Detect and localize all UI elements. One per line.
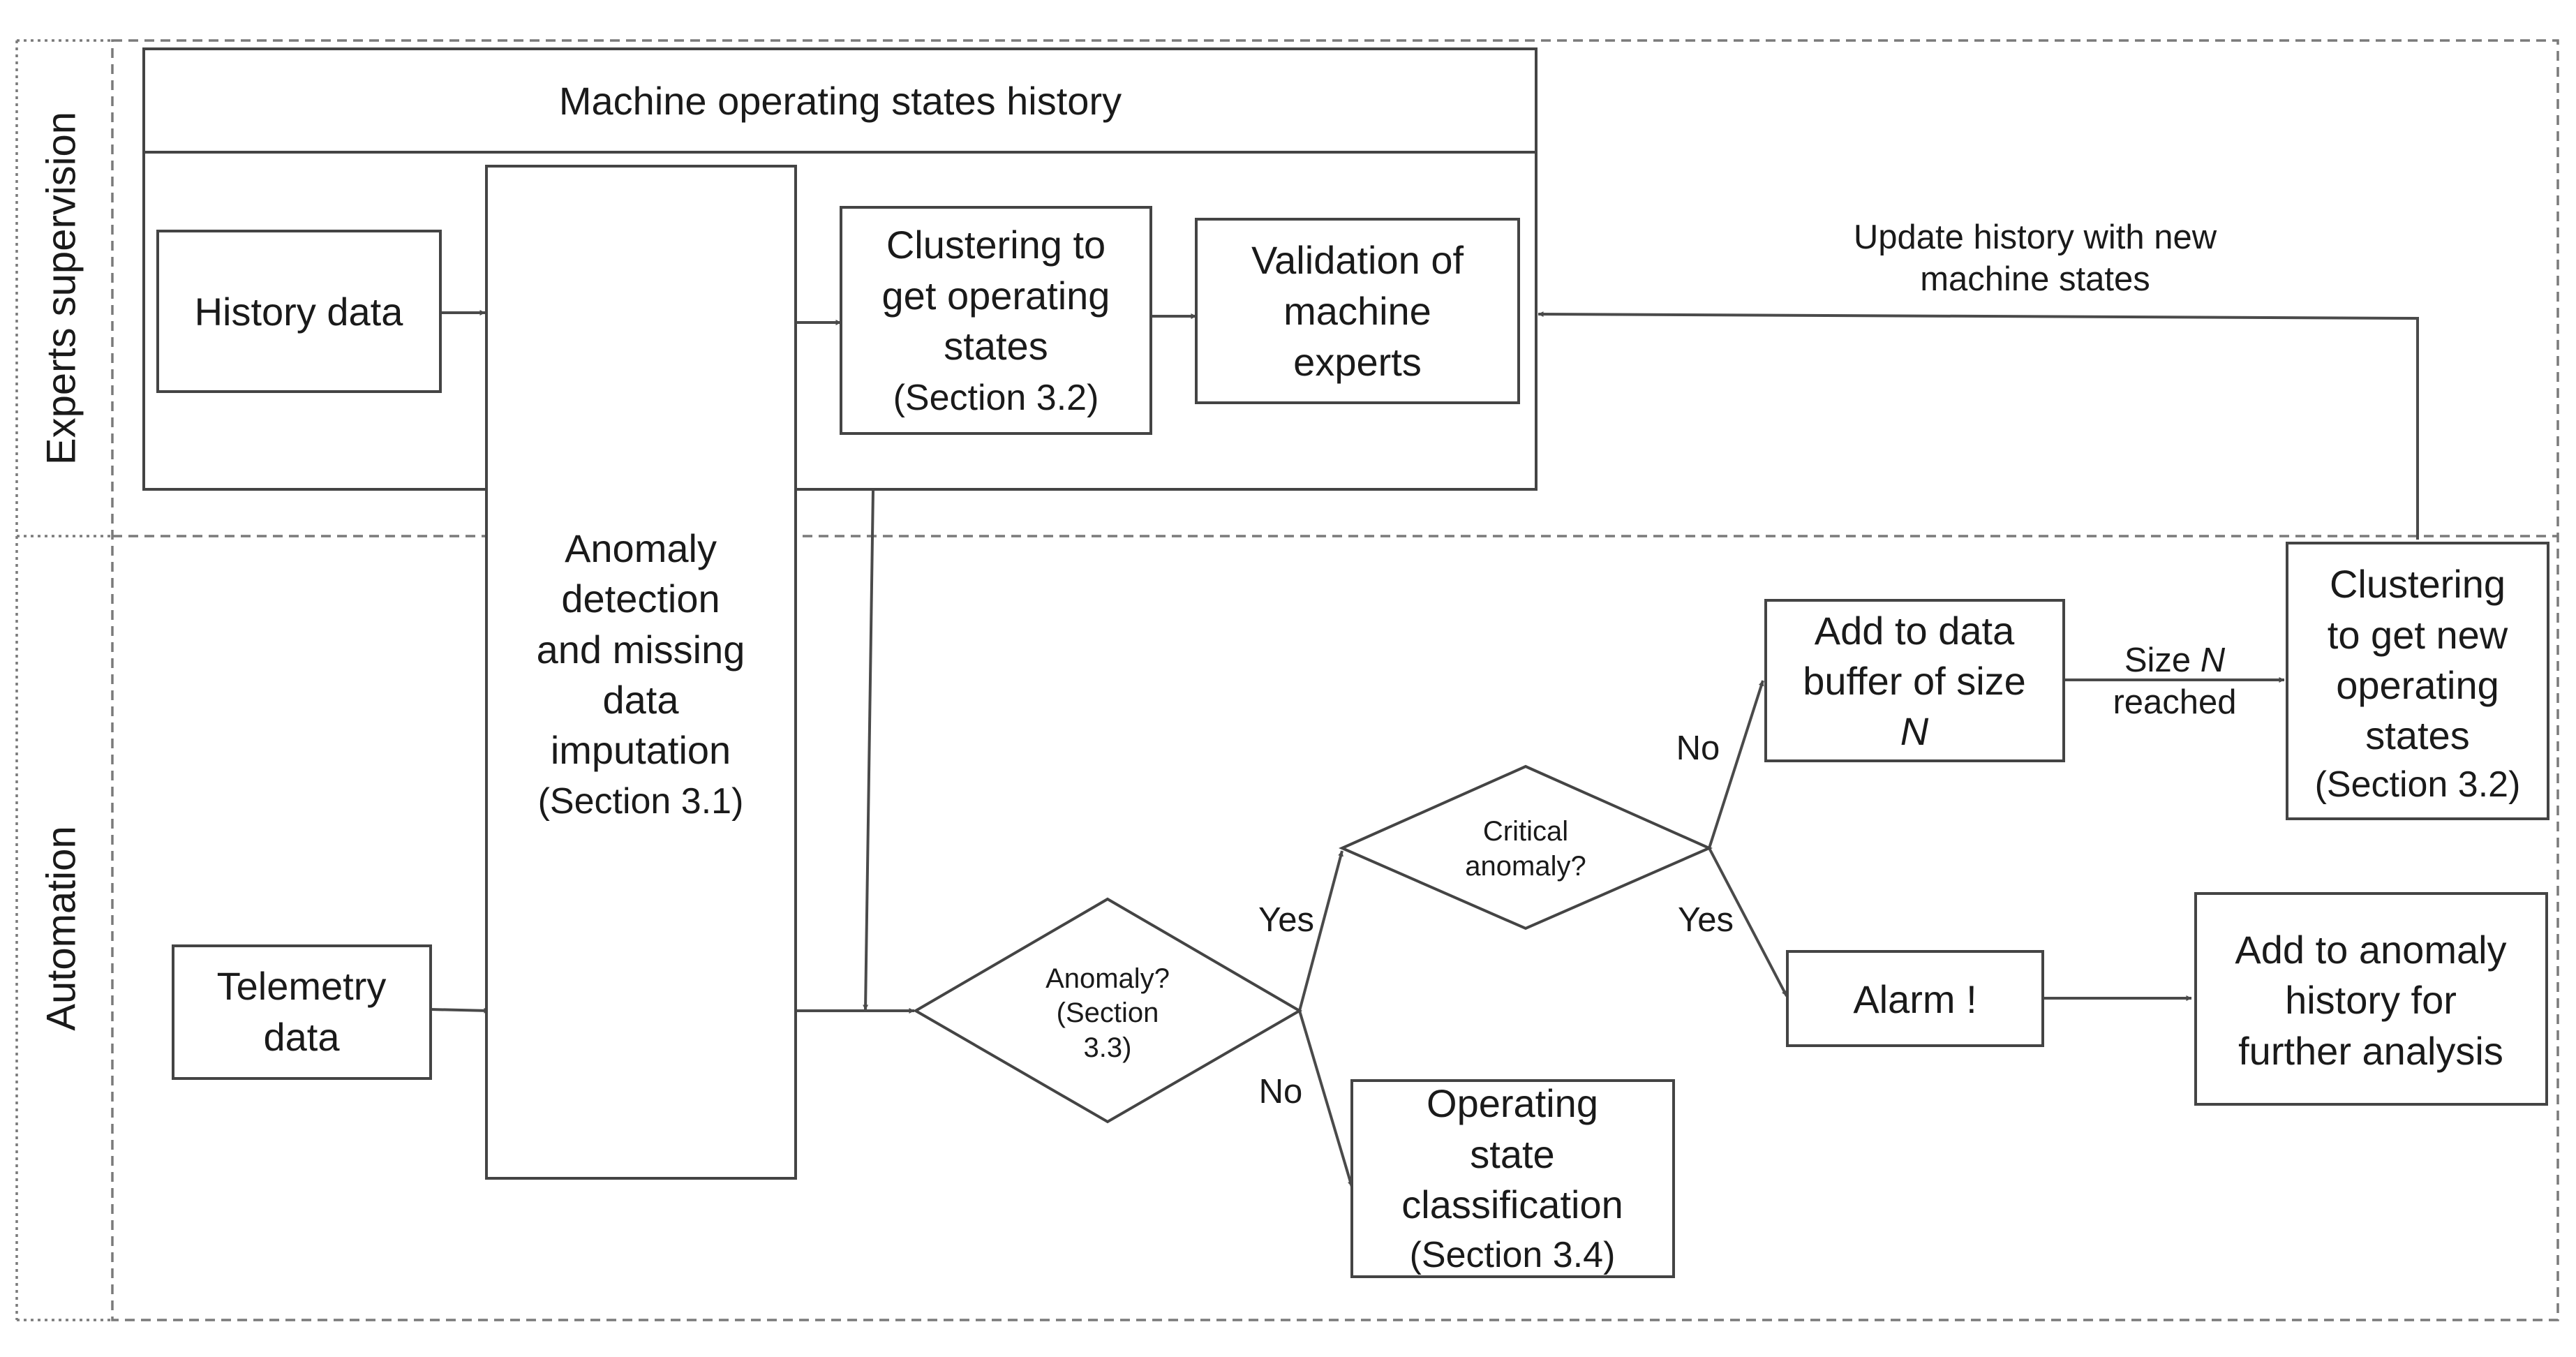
data-buffer-box [1764,599,2065,762]
clustering-new-box [2286,542,2549,820]
data-buffer-line3: N [1900,709,1929,753]
anomaly-detection-line1: Anomaly [565,526,717,570]
arrow-anomaly-no-to-classification [1298,1010,1353,1187]
classification-box [1350,1079,1675,1278]
lane-label-experts: Experts supervision [38,112,84,465]
critical-decision-line2: anomaly? [1465,851,1586,882]
anomaly-detection-line6: (Section 3.1) [538,781,744,822]
node-anomaly-decision: Anomaly? (Section 3.3) [913,897,1302,1124]
validation-line3: experts [1293,340,1422,384]
anomaly-decision-diamond [913,897,1302,1124]
validation-line2: machine [1283,289,1431,333]
clustering-new-line5: (Section 3.2) [2315,764,2521,805]
node-validation-experts: Validation of machine experts [1195,218,1520,404]
connectors [430,310,2419,1187]
node-telemetry-data: Telemetry data [172,944,432,1080]
validation-line1: Validation of [1251,238,1464,282]
anomaly-detection-box [485,165,797,1180]
history-data-label: History data [195,290,404,334]
classification-line4: (Section 3.4) [1410,1235,1616,1275]
alarm-label: Alarm ! [1853,977,1976,1021]
arrow-telemetry-to-detection [430,1007,490,1014]
edge-label-yes-alarm: Yes [1678,901,1734,939]
history-container [142,47,1538,491]
node-anomaly-history: Add to anomaly history for further analy… [2194,892,2548,1106]
validation-box [1195,218,1520,404]
anomaly-history-line1: Add to anomaly [2235,928,2506,972]
anomaly-history-line2: history for [2285,978,2457,1022]
clustering-states-line4: (Section 3.2) [893,378,1099,418]
node-clustering-operating-states: Clustering to get operating states (Sect… [840,206,1152,435]
edge-label-no-buffer: No [1676,729,1720,767]
clustering-states-line2: get operating [882,274,1110,318]
classification-line2: state [1470,1132,1554,1176]
classification-line3: classification [1401,1182,1623,1226]
anomaly-detection-line4: data [603,678,680,722]
clustering-new-line3: operating [2336,663,2499,707]
history-header-title: Machine operating states history [559,79,1122,123]
data-buffer-line2: buffer of size [1803,659,2026,703]
size-reached-label-line1: Size N [2124,642,2226,679]
update-history-label-line2: machine states [1920,260,2150,298]
update-history-label-line1: Update history with new [1854,218,2217,256]
anomaly-detection-line2: detection [561,577,720,621]
history-data-box [156,230,442,393]
node-alarm: Alarm ! [1786,950,2044,1047]
clustering-states-box [840,206,1152,435]
edge-label-yes-critical: Yes [1258,901,1314,939]
classification-line1: Operating [1427,1081,1598,1125]
data-buffer-line1: Add to data [1815,609,2015,653]
clustering-states-line1: Clustering to [886,223,1105,267]
node-history-data: History data [156,230,442,393]
anomaly-detection-line5: imputation [551,728,731,772]
anomaly-decision-line1: Anomaly? [1045,963,1170,994]
arrow-update-history [1538,311,2419,540]
size-reached-label-line2: reached [2113,683,2236,721]
arrow-anomaly-yes-to-critical [1298,850,1343,1011]
size-reached-text: Size [2124,642,2201,679]
clustering-states-line3: states [944,324,1048,368]
lane-label-automation: Automation [38,826,84,1030]
arrow-history-down-to-anomaly [863,489,874,1011]
clustering-new-line4: states [2365,713,2469,757]
alarm-box [1786,950,2044,1047]
arrow-critical-no-to-buffer [1708,680,1764,849]
critical-decision-line1: Critical [1483,816,1568,847]
node-anomaly-detection: Anomaly detection and missing data imput… [485,165,797,1180]
size-reached-variable: N [2201,642,2226,679]
anomaly-decision-line2: (Section [1057,998,1159,1028]
critical-decision-diamond [1339,764,1713,930]
node-operating-state-classification: Operating state classification (Section … [1350,1079,1675,1278]
anomaly-history-line3: further analysis [2238,1029,2503,1073]
clustering-new-line2: to get new [2328,613,2508,657]
anomaly-history-box [2194,892,2548,1106]
arrow-critical-yes-to-alarm [1708,847,1788,997]
edge-label-no-classification: No [1259,1073,1303,1111]
clustering-new-line1: Clustering [2330,562,2506,606]
telemetry-line2: data [264,1015,341,1059]
edge-labels: Update history with new machine states S… [1258,218,2237,1111]
telemetry-box [172,944,432,1080]
node-clustering-new-states: Clustering to get new operating states (… [2286,542,2549,820]
node-critical-decision: Critical anomaly? [1339,764,1713,930]
telemetry-line1: Telemetry [217,964,387,1008]
outer-dashed-frame [111,39,2559,1321]
node-data-buffer: Add to data buffer of size N [1764,599,2065,762]
anomaly-decision-line3: 3.3) [1084,1032,1132,1063]
anomaly-detection-line3: and missing [537,628,745,672]
